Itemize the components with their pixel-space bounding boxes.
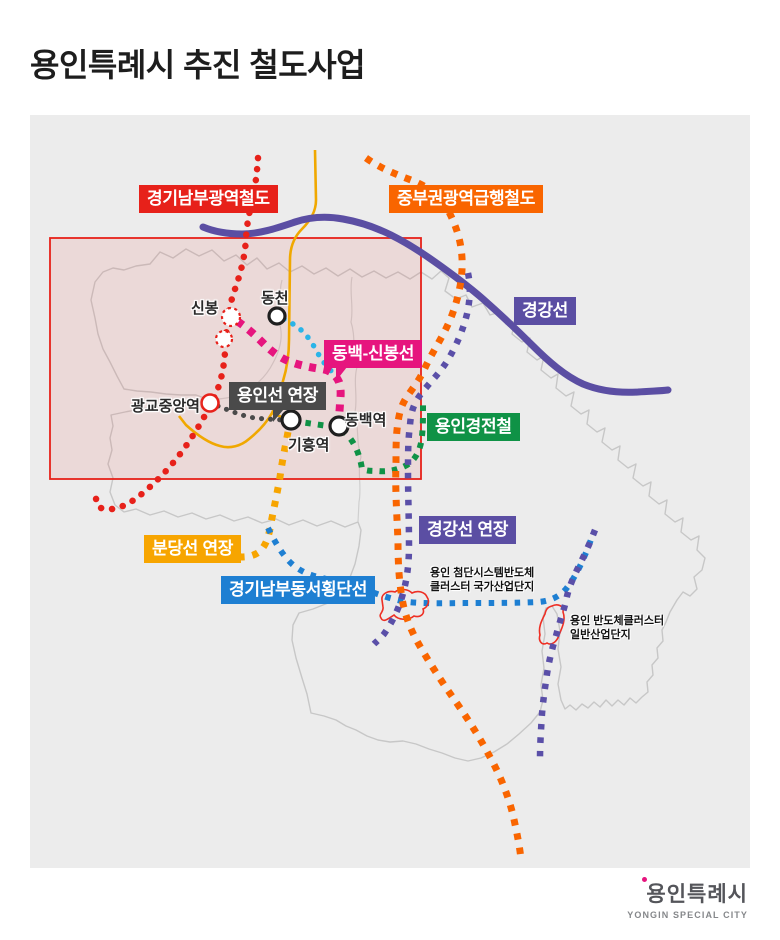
badge-yonginseon-ext: 용인선 연장 <box>229 382 327 422</box>
station-marker-sinbong-dashed-1 <box>220 306 242 328</box>
badge-yongin-lrt: 용인경전철 <box>427 413 520 441</box>
label-general-industrial-complex: 용인 반도체클러스터 일반산업단지 <box>570 615 664 642</box>
yongin-rail-map: 경기남부광역철도 중부권광역급행철도 경강선 동백-신봉선 용인선 연장 용인경… <box>30 115 750 868</box>
page-title: 용인특례시 추진 철도사업 <box>30 47 366 83</box>
line-gyeonggang-ext <box>371 272 474 647</box>
label-sinbong: 신봉 <box>191 300 219 317</box>
badge-gyeonggang: 경강선 <box>514 297 577 325</box>
label-national-line2: 클러스터 국가산업단지 <box>430 580 535 593</box>
line-dongcheon-cyan <box>281 316 337 377</box>
badge-bundang-ext: 분당선 연장 <box>144 535 242 563</box>
label-dongcheon: 동천 <box>261 290 289 307</box>
label-general-line1: 용인 반도체클러스터 <box>570 615 665 627</box>
label-national-line1: 용인 첨단시스템반도체 <box>430 567 535 579</box>
logo-korean-text: 용인특례시 <box>627 877 748 908</box>
label-national-industrial-complex: 용인 첨단시스템반도체 클러스터 국가산업단지 <box>430 567 534 594</box>
station-marker-dongcheon <box>267 306 287 326</box>
badge-gyeonggang-ext: 경강선 연장 <box>419 516 517 544</box>
line-yonginseon-ext <box>215 403 285 423</box>
map-canvas <box>49 149 706 861</box>
logo-pink-dot-icon <box>642 877 648 882</box>
line-gyeonggang-ext-branch <box>536 528 599 760</box>
label-giheung: 기흥역 <box>288 437 330 454</box>
station-marker-gwanggyo <box>200 393 220 413</box>
line-jungbu <box>363 155 525 861</box>
station-marker-sinbong-dashed-2 <box>214 329 234 349</box>
blob-general-industrial-complex <box>538 604 565 645</box>
badge-dongbaek-sinbong: 동백-신봉선 <box>324 340 423 381</box>
station-marker-dongbaek <box>328 415 350 437</box>
logo-english-text: YONGIN SPECIAL CITY <box>627 910 748 920</box>
badge-jungbu: 중부권광역급행철도 <box>389 185 544 213</box>
line-gyeonggi-nambu <box>92 154 262 513</box>
label-general-line2: 일반산업단지 <box>570 628 631 641</box>
badge-dongseo: 경기남부동서횡단선 <box>221 576 376 604</box>
line-gyeonggang-solid <box>199 213 672 396</box>
line-bundang-ext <box>229 431 292 561</box>
line-dongseo <box>265 526 595 607</box>
badge-gyeonggi-nambu: 경기남부광역철도 <box>139 185 278 213</box>
line-yongin-lrt <box>292 399 426 475</box>
label-gwanggyo: 광교중앙역 <box>130 398 200 415</box>
yongin-city-logo: 용인특례시 YONGIN SPECIAL CITY <box>627 877 748 920</box>
line-dongbaek-sinbong <box>234 317 345 421</box>
label-dongbaek: 동백역 <box>345 412 387 429</box>
logo-korean-label: 용인특례시 <box>646 883 748 906</box>
station-marker-giheung <box>280 409 302 431</box>
